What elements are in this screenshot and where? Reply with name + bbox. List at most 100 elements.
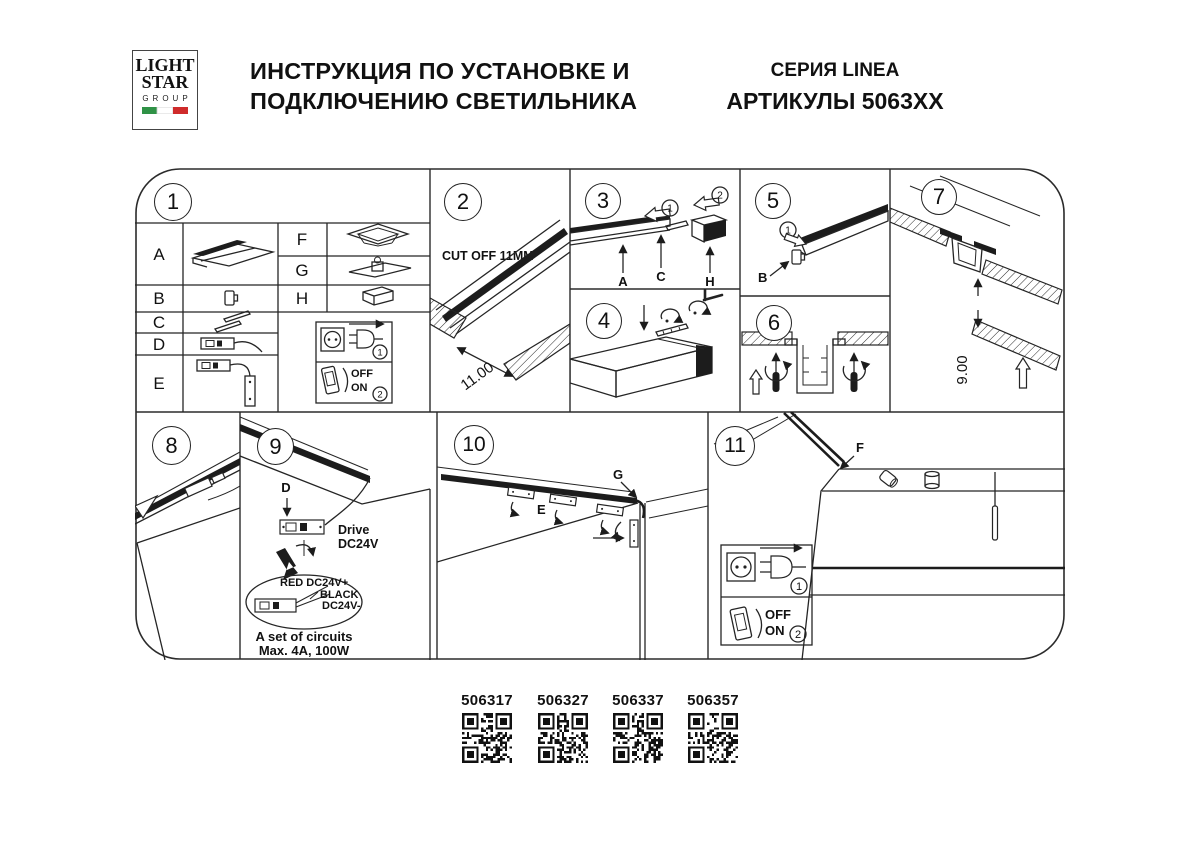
main-frame bbox=[135, 168, 1065, 660]
power-pictogram-box: 1 OFF ON 2 bbox=[720, 543, 813, 646]
screwdriver-left-icon bbox=[764, 352, 793, 392]
driver-icon bbox=[279, 519, 325, 535]
panel-1-illustration: A B C D E F G H bbox=[135, 222, 430, 412]
driver-e-3 bbox=[595, 503, 625, 517]
socket-icon bbox=[320, 327, 345, 352]
svg-text:1: 1 bbox=[377, 348, 382, 359]
part-label-c: C bbox=[153, 313, 165, 332]
push-up-arrow bbox=[1014, 356, 1032, 389]
label-h: H bbox=[705, 274, 714, 289]
panel-1-parts-list: A B C D E F G H bbox=[135, 168, 430, 412]
series-label: СЕРИЯ LINEA bbox=[770, 60, 900, 81]
corner-driver-strip bbox=[629, 519, 639, 548]
panel-6-number: 6 bbox=[756, 305, 792, 341]
part-d-driver-icon bbox=[200, 337, 263, 353]
series-block: СЕРИЯ LINEA АРТИКУЛЫ 5063XX bbox=[690, 60, 980, 115]
panel-10-number: 10 bbox=[454, 425, 494, 465]
part-a-profile-icon bbox=[190, 240, 276, 268]
pendant-fixture-icon bbox=[991, 472, 999, 541]
switch-icon bbox=[729, 606, 753, 641]
part-label-a: A bbox=[153, 245, 165, 264]
panel-11-illustration: F bbox=[713, 412, 1065, 660]
screwdriver-right-icon bbox=[842, 352, 871, 392]
switch-off-label: OFF bbox=[765, 607, 791, 622]
panel-1-number: 1 bbox=[154, 183, 192, 221]
italian-flag-icon bbox=[142, 107, 188, 114]
rotate-arrow bbox=[295, 544, 316, 557]
panel-3-number: 3 bbox=[585, 183, 621, 219]
panel-3-endcap: 1 2 A C H bbox=[570, 168, 740, 289]
qr-item-1: 506317 bbox=[452, 692, 522, 763]
power-pictogram-box: 1 OFF ON 2 bbox=[315, 319, 393, 404]
article-number: 506317 bbox=[461, 692, 513, 709]
plug-icon bbox=[349, 329, 383, 349]
step-1-badge bbox=[661, 199, 679, 217]
connector-piece bbox=[183, 471, 226, 498]
rotate-arrow-2 bbox=[688, 300, 712, 315]
panel-3-illustration: 1 2 A C H bbox=[570, 186, 729, 289]
panel-4-illustration bbox=[570, 289, 724, 398]
panel-8-number: 8 bbox=[152, 426, 191, 465]
logo-word-star: STAR bbox=[141, 72, 189, 92]
panel-11-finished-room: F bbox=[708, 412, 1065, 660]
insert-arrow bbox=[783, 232, 808, 248]
clip-b-icon bbox=[791, 249, 806, 265]
cylinder-fixture-icon bbox=[924, 470, 940, 490]
recessed-profile bbox=[940, 228, 996, 273]
part-label-g: G bbox=[295, 261, 308, 280]
switch-icon bbox=[320, 365, 340, 395]
svg-text:1: 1 bbox=[785, 226, 791, 237]
panel-8-mounted-profile bbox=[135, 412, 240, 660]
panel-7-recess-depth: 9.00 bbox=[890, 168, 1065, 412]
qr-code bbox=[462, 713, 512, 763]
qr-code bbox=[688, 713, 738, 763]
svg-text:2: 2 bbox=[717, 191, 723, 202]
plug-icon bbox=[760, 555, 806, 579]
part-label-f: F bbox=[297, 230, 307, 249]
wire-black-label-2: DC24V- bbox=[322, 600, 361, 612]
logo-word-group: GROUP bbox=[142, 94, 192, 103]
panel-5-number: 5 bbox=[755, 183, 791, 219]
panel-10-illustration: E G bbox=[437, 466, 708, 660]
part-label-h: H bbox=[296, 289, 308, 308]
panel-2-number: 2 bbox=[444, 183, 482, 221]
part-g-bracket-icon bbox=[348, 256, 412, 278]
article-number: 506357 bbox=[687, 692, 739, 709]
socket-icon bbox=[726, 552, 756, 582]
step-2-badge bbox=[711, 186, 729, 204]
switch-motion-arc bbox=[755, 608, 763, 639]
lightstar-logo: LIGHT STAR GROUP bbox=[132, 50, 198, 130]
qr-code bbox=[538, 713, 588, 763]
track-cross-section bbox=[784, 338, 846, 394]
driver-label-line1: Drive bbox=[338, 523, 369, 537]
panel-2-illustration: CUT OFF 11MM 11.00 bbox=[430, 219, 570, 394]
label-f: F bbox=[856, 440, 864, 455]
rotate-arrow-1 bbox=[660, 308, 684, 323]
cut-dimension-line bbox=[456, 347, 514, 377]
switch-on-label: ON bbox=[765, 623, 785, 638]
svg-text:1: 1 bbox=[667, 204, 673, 215]
slide-arrow-1 bbox=[643, 206, 671, 223]
articles-label: АРТИКУЛЫ 5063XX bbox=[726, 88, 944, 114]
label-e: E bbox=[537, 502, 546, 517]
switch-motion-arc bbox=[342, 367, 349, 393]
panel-10-corner-install: E G bbox=[437, 412, 708, 660]
panel-8-illustration bbox=[135, 451, 240, 660]
label-g: G bbox=[613, 467, 623, 482]
part-c-strips-icon bbox=[213, 310, 252, 333]
panel-9-number: 9 bbox=[257, 428, 294, 465]
svg-text:1: 1 bbox=[796, 581, 802, 593]
qr-item-4: 506357 bbox=[678, 692, 748, 763]
step-2-badge bbox=[372, 386, 388, 402]
label-b: B bbox=[758, 270, 767, 285]
part-e-driver-icon bbox=[196, 359, 256, 407]
driver-label-line2: DC24V bbox=[338, 537, 379, 551]
grub-screw-icon bbox=[655, 323, 689, 337]
panel-11-number: 11 bbox=[715, 426, 755, 466]
panel-5-illustration: 1 B bbox=[758, 204, 889, 285]
part-label-b: B bbox=[153, 289, 164, 308]
spot-fixture-icon bbox=[879, 469, 898, 488]
label-a: A bbox=[618, 274, 628, 289]
svg-text:2: 2 bbox=[377, 390, 382, 401]
driver-e-1 bbox=[506, 486, 536, 500]
